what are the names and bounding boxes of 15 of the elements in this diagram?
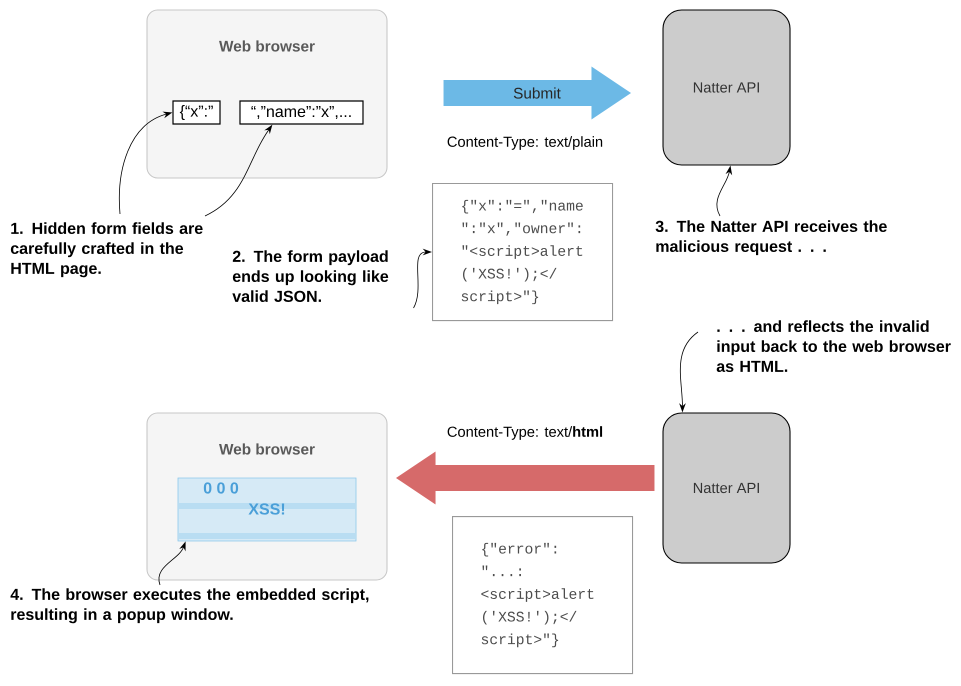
code-box: {"error": "...: <script>alert ('XSS!');</ script>"} (452, 516, 634, 674)
annotation: 4. The browser executes the embedded script, resulting in a popup window. (10, 588, 368, 624)
form-field: {“x”:” (172, 100, 221, 125)
content-type-label: Content-Type: text/plain (448, 136, 602, 150)
content-type-label: Content-Type: text/html (448, 426, 602, 440)
edge-label: Submit (514, 87, 561, 99)
popup-window: 0 0 0 XSS! (178, 478, 356, 542)
api-box: Natter API (662, 9, 791, 166)
annotation: 2. The form payload ends up looking like valid JSON. (232, 250, 388, 302)
annotation: 3. The Natter API receives the malicious request . . . (656, 220, 887, 256)
api-box: Natter API (662, 412, 791, 564)
code-box: {"x":"=","name ":"x","owner": "<script>alert ('XSS!');</ script>"} (432, 183, 614, 322)
form-field: “,”name”:”x”,... (239, 100, 364, 125)
annotation: 1. Hidden form fields are carefully crafted in the HTML page. (10, 222, 203, 278)
annotation: . . . and reflects the invalid input back to the web browser as HTML. (716, 320, 951, 372)
